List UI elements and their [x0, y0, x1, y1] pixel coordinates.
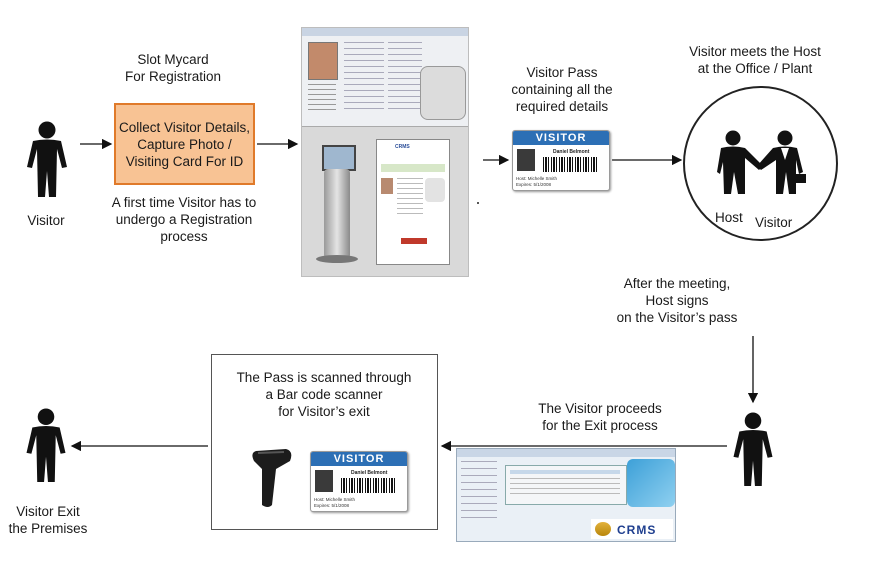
pass-barcode [543, 157, 599, 172]
visitor-pass-label: Visitor Pass containing all the required… [511, 65, 613, 114]
scan-exit-frame: The Pass is scanned through a Bar code s… [211, 354, 438, 530]
pass-header: VISITOR [513, 131, 609, 145]
handshake-icon [717, 130, 806, 194]
collect-details-text: Collect Visitor Details, Capture Photo /… [118, 119, 251, 169]
after-meeting-label: After the meeting, Host signs on the Vis… [616, 276, 738, 325]
registration-kiosk-image: CRMS [301, 27, 469, 277]
host-label: Host [715, 210, 743, 225]
pass-host: Host: Michelle Smith [516, 176, 558, 181]
scanned-pass-card: VISITOR Daniel Belmont Host: Michelle Sm… [310, 451, 408, 512]
kiosk-screen: CRMS [376, 139, 450, 265]
scanned-pass-expires: Expires: 5/1/2008 [314, 503, 350, 508]
first-time-label: A first time Visitor has to undergo a Re… [111, 195, 257, 244]
exit-visitor-person-icon [26, 408, 66, 483]
kiosk-icon [324, 169, 350, 259]
visitor-photo [308, 42, 338, 80]
scanned-pass-barcode [341, 478, 397, 493]
crms-logo-small: CRMS [395, 144, 410, 150]
host-meeting-circle: Host Visitor [683, 86, 838, 241]
pass-photo [517, 149, 535, 171]
visitor-circle-label: Visitor [755, 215, 793, 230]
pass-expires: Expires: 5/1/2008 [516, 182, 552, 187]
visitor-left-label: Visitor [27, 213, 65, 228]
collect-details-box: Collect Visitor Details, Capture Photo /… [114, 103, 255, 185]
pass-name: Daniel Belmont [553, 149, 590, 155]
card-printer-icon [420, 66, 466, 120]
slot-mycard-label: Slot Mycard For Registration [124, 52, 222, 84]
barcode-scanner-icon [252, 449, 292, 507]
registration-form-screenshot [302, 28, 468, 127]
crms-logo: CRMS [617, 523, 657, 537]
meets-host-label: Visitor meets the Host at the Office / P… [689, 44, 821, 76]
visitor-exit-label: Visitor Exit the Premises [8, 504, 88, 536]
scanned-pass-header: VISITOR [311, 452, 407, 466]
scanned-pass-name: Daniel Belmont [351, 470, 388, 476]
crms-coin-icon [595, 522, 611, 536]
visitor-pass-card: VISITOR Daniel Belmont Host: Michelle Sm… [512, 130, 610, 191]
exiting-visitor-person-icon [733, 412, 773, 487]
scanned-pass-photo [315, 470, 333, 492]
proceeds-exit-label: The Visitor proceeds for the Exit proces… [538, 401, 662, 433]
visitor-person-icon [27, 121, 67, 197]
scanned-label: The Pass is scanned through a Bar code s… [236, 370, 412, 419]
exit-process-screenshot: CRMS [456, 448, 676, 542]
scanned-pass-host: Host: Michelle Smith [314, 497, 356, 502]
